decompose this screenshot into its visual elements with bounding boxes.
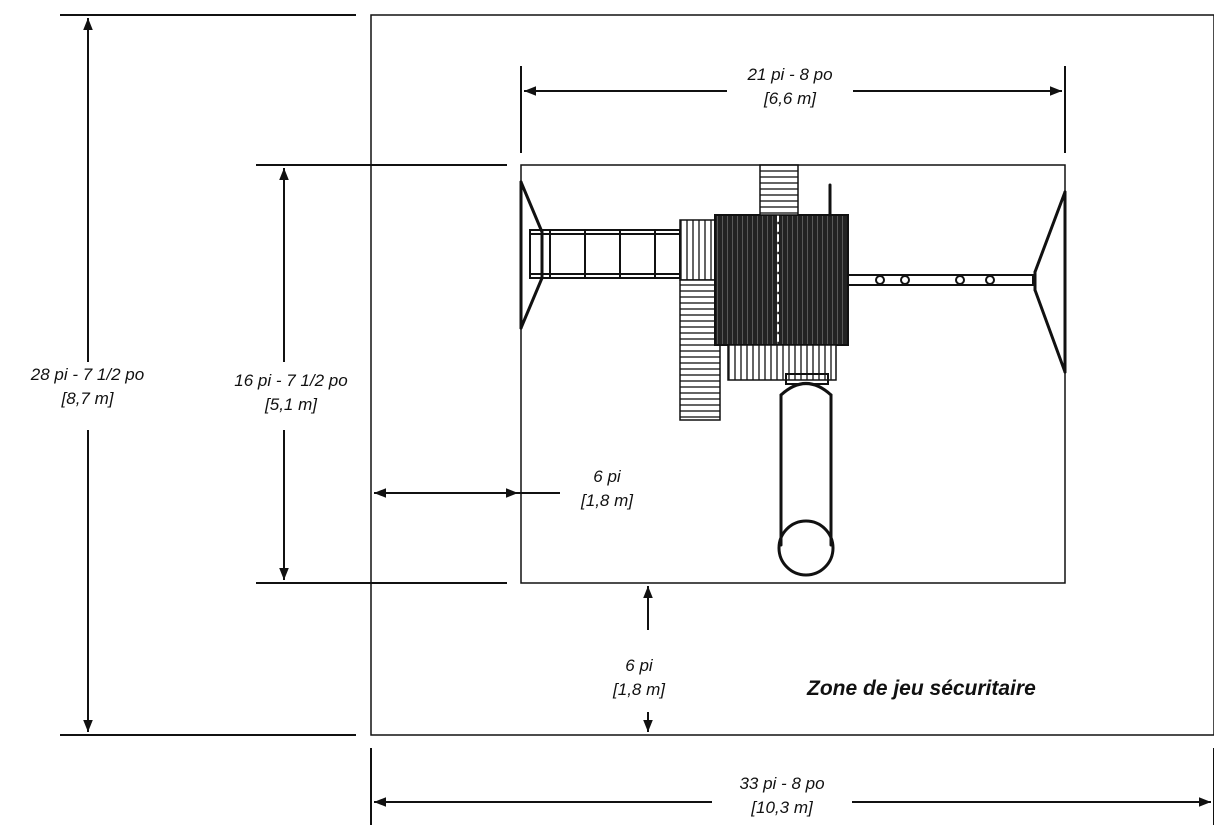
right-a-frame (1033, 190, 1067, 374)
total-depth-label: 28 pi - 7 1/2 po [8,7 m] (0, 363, 175, 411)
total-width-metric: [10,3 m] (751, 798, 813, 817)
bottom-clearance-imperial: 6 pi (625, 656, 653, 675)
play-depth-imperial: 16 pi - 7 1/2 po (234, 371, 348, 390)
left-a-frame (519, 180, 544, 330)
side-clearance-imperial: 6 pi (593, 467, 621, 486)
tube-slide (777, 373, 835, 577)
monkey-bars (529, 229, 681, 279)
total-depth-imperial: 28 pi - 7 1/2 po (30, 365, 145, 384)
play-width-metric: [6,6 m] (764, 89, 816, 108)
safety-zone-label: Zone de jeu sécuritaire (807, 677, 1036, 700)
bottom-clearance-label: 6 pi [1,8 m] (594, 654, 684, 702)
swing-beam (847, 274, 1034, 286)
side-clearance-label: 6 pi [1,8 m] (562, 465, 652, 513)
total-depth-metric: [8,7 m] (61, 389, 114, 408)
play-set-drawing (519, 164, 1067, 577)
dimension-arrows (83, 18, 1211, 807)
total-width-label: 33 pi - 8 po [10,3 m] (714, 772, 850, 820)
play-width-imperial: 21 pi - 8 po (747, 65, 833, 84)
side-clearance-metric: [1,8 m] (581, 491, 633, 510)
top-ladder (759, 164, 799, 216)
extension-lines (60, 14, 1214, 825)
play-depth-label: 16 pi - 7 1/2 po [5,1 m] (206, 369, 376, 417)
bottom-clearance-metric: [1,8 m] (613, 680, 665, 699)
left-deck (679, 219, 716, 281)
total-width-imperial: 33 pi - 8 po (739, 774, 825, 793)
tower-roof (714, 214, 849, 346)
stairs (679, 279, 721, 421)
play-width-label: 21 pi - 8 po [6,6 m] (730, 63, 850, 111)
safety-zone-boundary (370, 14, 1214, 736)
play-depth-metric: [5,1 m] (265, 395, 317, 414)
